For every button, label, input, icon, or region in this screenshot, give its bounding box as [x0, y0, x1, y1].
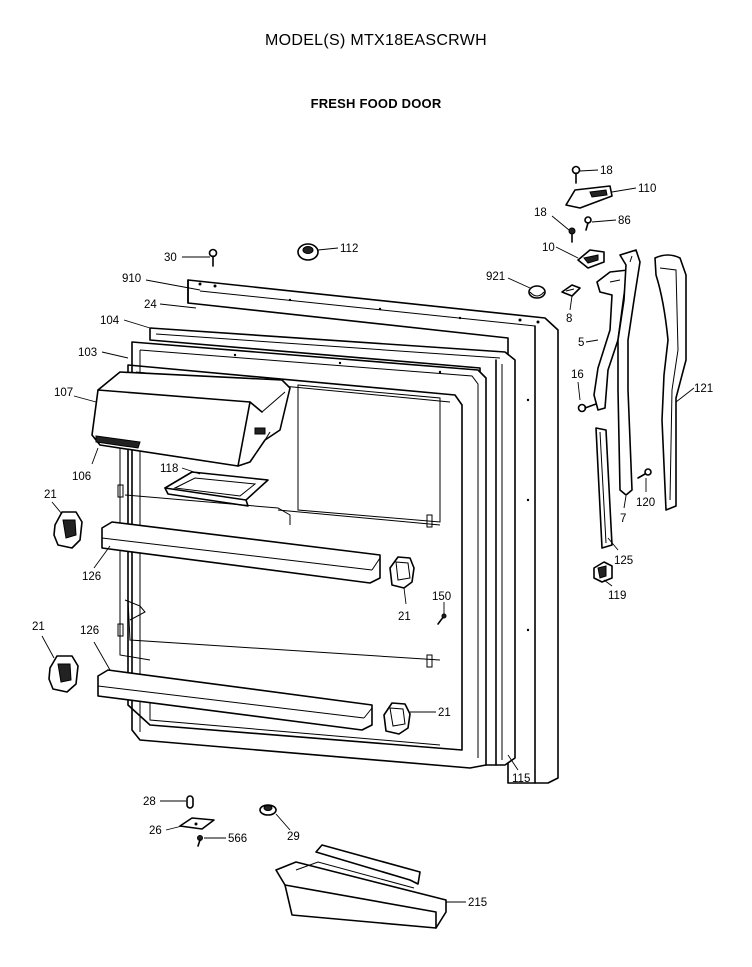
- callout-150: 150: [432, 591, 451, 603]
- screw-18-mid: [568, 227, 576, 243]
- model-title: MODEL(S) MTX18EASCRWH: [264, 32, 488, 49]
- callout-26: 26: [149, 825, 162, 837]
- callout-121: 121: [694, 383, 713, 395]
- callout-18-top: 18: [600, 165, 613, 177]
- dairy-compartment: [91, 371, 291, 467]
- callout-119: 119: [608, 590, 626, 602]
- callout-29: 29: [287, 831, 300, 843]
- callout-215: 215: [468, 897, 487, 909]
- callout-21-lower-right: 21: [438, 707, 451, 719]
- callout-28: 28: [143, 796, 156, 808]
- bracket-8: [561, 284, 581, 297]
- shelf-end-cap-lower-right: [383, 702, 411, 735]
- screw-30: [208, 248, 218, 267]
- callout-104: 104: [100, 315, 120, 327]
- plug-921: [528, 285, 546, 299]
- callout-126-lower: 126: [80, 625, 99, 637]
- callout-86: 86: [618, 215, 631, 227]
- hinge-plate-26: [179, 817, 215, 830]
- callout-16: 16: [571, 369, 584, 381]
- outer-door-panel: [187, 279, 559, 784]
- screw-18-top: [571, 165, 581, 184]
- bumper-28: [186, 795, 194, 809]
- lower-door-shelf: [97, 669, 373, 731]
- screw-150: [437, 613, 447, 625]
- leader-lines: [41, 169, 695, 903]
- callout-126-upper: 126: [82, 571, 101, 583]
- callout-10: 10: [542, 242, 555, 254]
- handle-121: [654, 254, 687, 511]
- callout-103: 103: [78, 347, 97, 359]
- handle-mount-7: [617, 249, 641, 496]
- shelf-end-cap-upper-right: [389, 556, 415, 589]
- callout-120: 120: [636, 497, 655, 509]
- callout-8: 8: [566, 313, 572, 325]
- callout-112: 112: [340, 243, 358, 255]
- upper-door-shelf: [101, 521, 381, 584]
- section-title: FRESH FOOD DOOR: [310, 96, 442, 111]
- hinge-cover-110: [565, 185, 613, 209]
- callout-118: 118: [160, 463, 178, 475]
- handle-strip-125: [595, 427, 613, 549]
- callout-labels: 18 110 18 86 10 30 112 910 921 24 8 104 …: [32, 165, 713, 909]
- callout-107: 107: [54, 387, 73, 399]
- callout-5: 5: [578, 337, 584, 349]
- callout-910: 910: [122, 273, 141, 285]
- door-bin-215: [275, 844, 447, 929]
- callout-115: 115: [512, 773, 530, 785]
- callout-125: 125: [614, 555, 633, 567]
- callout-110: 110: [638, 183, 656, 195]
- callout-566: 566: [228, 833, 247, 845]
- screw-120: [637, 468, 652, 479]
- screw-566: [197, 835, 203, 847]
- callout-21-upper-left: 21: [44, 489, 57, 501]
- callout-921: 921: [486, 271, 505, 283]
- hinge-bracket-10: [577, 249, 605, 269]
- screw-86: [584, 216, 592, 231]
- plug-112: [297, 243, 319, 261]
- callout-18-mid: 18: [534, 207, 547, 219]
- screw-16: [577, 403, 597, 413]
- callout-7: 7: [620, 513, 626, 525]
- shelf-end-cap-lower-left: [48, 655, 79, 693]
- callout-24: 24: [144, 299, 157, 311]
- end-cap-119: [593, 561, 613, 583]
- shelf-end-cap-upper-left: [53, 511, 83, 549]
- door-gasket: [149, 327, 516, 766]
- egg-tray: [164, 471, 269, 507]
- bushing-29: [259, 804, 277, 816]
- callout-21-lower-left: 21: [32, 621, 45, 633]
- callout-106: 106: [72, 471, 91, 483]
- callout-30: 30: [164, 252, 177, 264]
- callout-21-upper-right: 21: [398, 611, 411, 623]
